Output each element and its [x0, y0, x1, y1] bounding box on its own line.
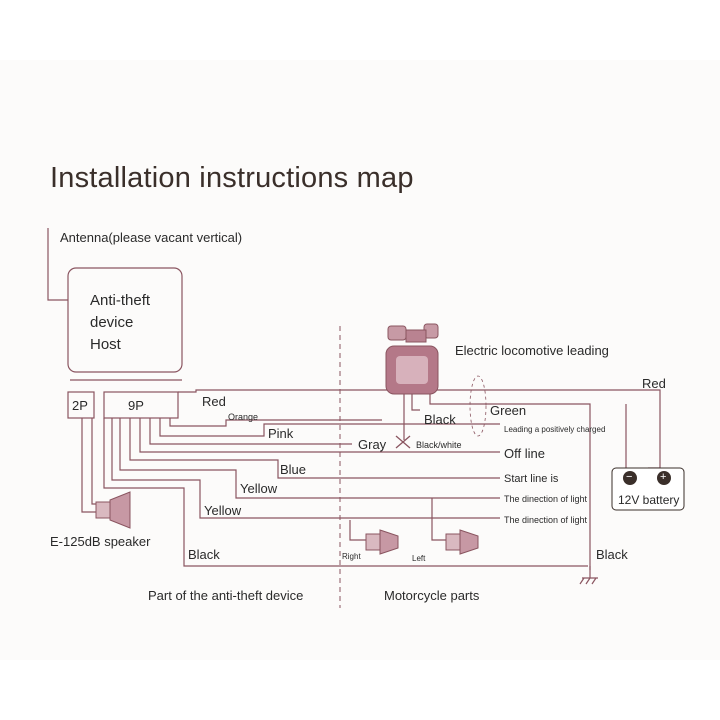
connector-9p-label: 9P [128, 398, 144, 413]
light-left-label: Left [412, 554, 426, 563]
target-start-line: Start line is [504, 473, 559, 485]
electric-lock-label: Electric locomotive leading [455, 343, 609, 358]
wire-black [103, 418, 588, 567]
wire-speaker-a [81, 418, 96, 513]
wire-label-black-ground: Black [596, 547, 628, 562]
wire-label-black-white: Black/white [416, 440, 462, 450]
section-left-label: Part of the anti-theft device [148, 588, 304, 603]
ground-symbol [579, 577, 598, 585]
target-positive: Leading a positively charged [504, 425, 606, 434]
host-line-3: Host [90, 336, 121, 353]
wire-orange [169, 418, 382, 427]
wire-label-yellow-1: Yellow [240, 481, 278, 496]
antenna-label: Antenna(please vacant vertical) [60, 230, 243, 245]
target-direction-2: The dinection of light [504, 515, 588, 525]
host-line-1: Anti-theft [90, 292, 151, 309]
wire-blue [129, 418, 500, 479]
speaker-label: E-125dB speaker [50, 534, 151, 549]
connector-9p [103, 391, 179, 419]
wire-label-gray: Gray [358, 437, 387, 452]
gray-junction-icon [395, 435, 411, 449]
wire-label-red: Red [202, 394, 226, 409]
wire-yellow-2 [111, 418, 500, 519]
wire-label-red-right: Red [642, 376, 666, 391]
paper-background [0, 60, 720, 660]
wire-yellow-1 [119, 418, 500, 499]
battery-positive: + [660, 471, 667, 483]
wire-gray [149, 418, 352, 445]
target-direction-1: The dinection of light [504, 494, 588, 504]
wire-light-left [431, 498, 446, 541]
dashed-loop [469, 375, 487, 437]
wire-light-right [349, 520, 366, 541]
battery-negative: − [626, 471, 633, 483]
host-line-2: device [90, 314, 134, 331]
wire-offline [139, 418, 500, 453]
antenna-wire [47, 228, 68, 301]
wire-pink [159, 418, 500, 437]
target-off-line: Off line [504, 446, 545, 461]
wire-label-blue: Blue [280, 462, 307, 477]
electric-lock-icon [385, 323, 439, 395]
wire-label-pink: Pink [268, 426, 294, 441]
host-box [67, 267, 183, 373]
wire-lock-green [429, 390, 591, 570]
wire-label-black: Black [188, 547, 220, 562]
left-light-icon [445, 529, 479, 555]
wire-label-green: Green [490, 403, 527, 418]
section-right-label: Motorcycle parts [384, 588, 480, 603]
right-light-icon [365, 529, 399, 555]
wire-lock-black [411, 392, 420, 411]
page-title: Installation instructions map [50, 162, 414, 194]
connector-2p-label: 2P [72, 398, 88, 413]
battery-label: 12V battery [618, 493, 680, 507]
wire-label-yellow-2: Yellow [204, 503, 242, 518]
connector-2p [67, 391, 95, 419]
speaker-icon [95, 491, 131, 529]
light-right-label: Right [342, 552, 361, 561]
wire-label-orange: Orange [228, 412, 259, 422]
wire-label-black-lock: Black [424, 412, 456, 427]
wire-speaker-b [91, 418, 100, 505]
battery-icon [611, 467, 685, 511]
